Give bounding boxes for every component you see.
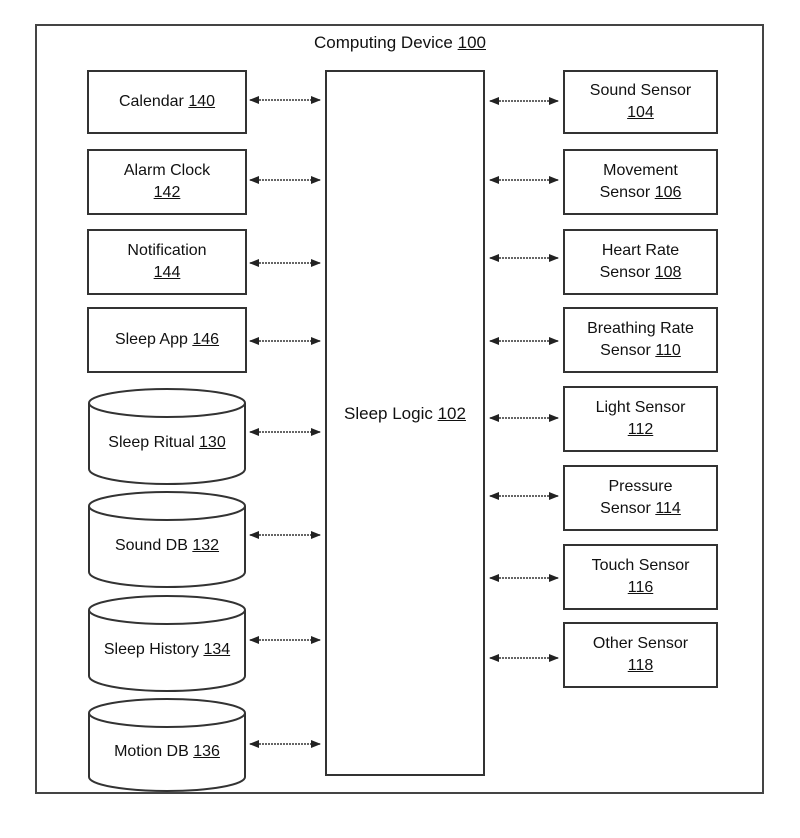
- alarm-clock-box: Alarm Clock 142: [87, 149, 247, 215]
- light-sensor-box: Light Sensor 112: [563, 386, 718, 452]
- computing-device-frame: [35, 24, 764, 794]
- alarm-clock-label: Alarm Clock: [123, 162, 211, 180]
- movement-sensor-box: Movement Sensor 106: [563, 149, 718, 215]
- sleep-history-label: Sleep History: [103, 641, 199, 658]
- database-cylinder-icon: [88, 491, 246, 588]
- sound-db-ref: 132: [192, 537, 220, 554]
- touch-sensor-box: Touch Sensor 116: [563, 544, 718, 610]
- alarm-clock-ref: 142: [153, 184, 181, 201]
- breathing-rate-sensor-box: Breathing Rate Sensor 110: [563, 307, 718, 373]
- notification-box: Notification 144: [87, 229, 247, 295]
- database-cylinder-icon: [88, 388, 246, 485]
- calendar-label: Calendar 140: [118, 93, 216, 111]
- motion-db-label: Motion DB: [114, 743, 189, 760]
- sleep-history-ref: 134: [203, 641, 231, 658]
- sound-sensor-box: Sound Sensor 104: [563, 70, 718, 134]
- sleep-app-label: Sleep App 146: [114, 331, 220, 349]
- sleep-ritual-label: Sleep Ritual: [108, 434, 195, 451]
- sleep-app-box: Sleep App 146: [87, 307, 247, 373]
- sound-db-database: Sound DB 132: [87, 490, 247, 590]
- notification-label: Notification: [127, 242, 207, 260]
- light-sensor-ref: 112: [627, 421, 654, 438]
- heart-rate-sensor-label: Heart Rate Sensor 108: [599, 242, 682, 281]
- sleep-logic-label: Sleep Logic: [344, 404, 433, 423]
- motion-db-database: Motion DB 136: [87, 697, 247, 793]
- other-sensor-label: Other Sensor: [592, 635, 689, 653]
- sleep-ritual-ref: 130: [199, 434, 226, 451]
- computing-device-label: Computing Device: [313, 33, 453, 52]
- notification-ref: 144: [153, 264, 181, 281]
- other-sensor-ref: 118: [627, 657, 654, 674]
- touch-sensor-ref: 116: [627, 579, 654, 596]
- heart-rate-sensor-box: Heart Rate Sensor 108: [563, 229, 718, 295]
- sound-sensor-label: Sound Sensor: [589, 82, 692, 100]
- computing-device-ref: 100: [457, 33, 486, 52]
- computing-device-title: Computing Device 100: [0, 33, 800, 53]
- movement-sensor-label: Movement Sensor 106: [599, 162, 682, 201]
- breathing-rate-sensor-label: Breathing Rate Sensor 110: [587, 320, 694, 359]
- sleep-history-database: Sleep History 134: [87, 594, 247, 694]
- sound-db-label: Sound DB: [114, 537, 188, 554]
- sleep-logic-box: Sleep Logic 102: [325, 70, 485, 776]
- sleep-ritual-database: Sleep Ritual 130: [87, 387, 247, 487]
- calendar-box: Calendar 140: [87, 70, 247, 134]
- pressure-sensor-label: Pressure Sensor 114: [600, 478, 681, 517]
- touch-sensor-label: Touch Sensor: [591, 557, 690, 575]
- light-sensor-label: Light Sensor: [595, 399, 686, 417]
- other-sensor-box: Other Sensor 118: [563, 622, 718, 688]
- sound-sensor-ref: 104: [627, 104, 654, 121]
- sleep-logic-ref: 102: [437, 404, 466, 423]
- pressure-sensor-box: Pressure Sensor 114: [563, 465, 718, 531]
- motion-db-ref: 136: [193, 743, 220, 760]
- database-cylinder-icon: [88, 595, 246, 692]
- database-cylinder-icon: [88, 698, 246, 792]
